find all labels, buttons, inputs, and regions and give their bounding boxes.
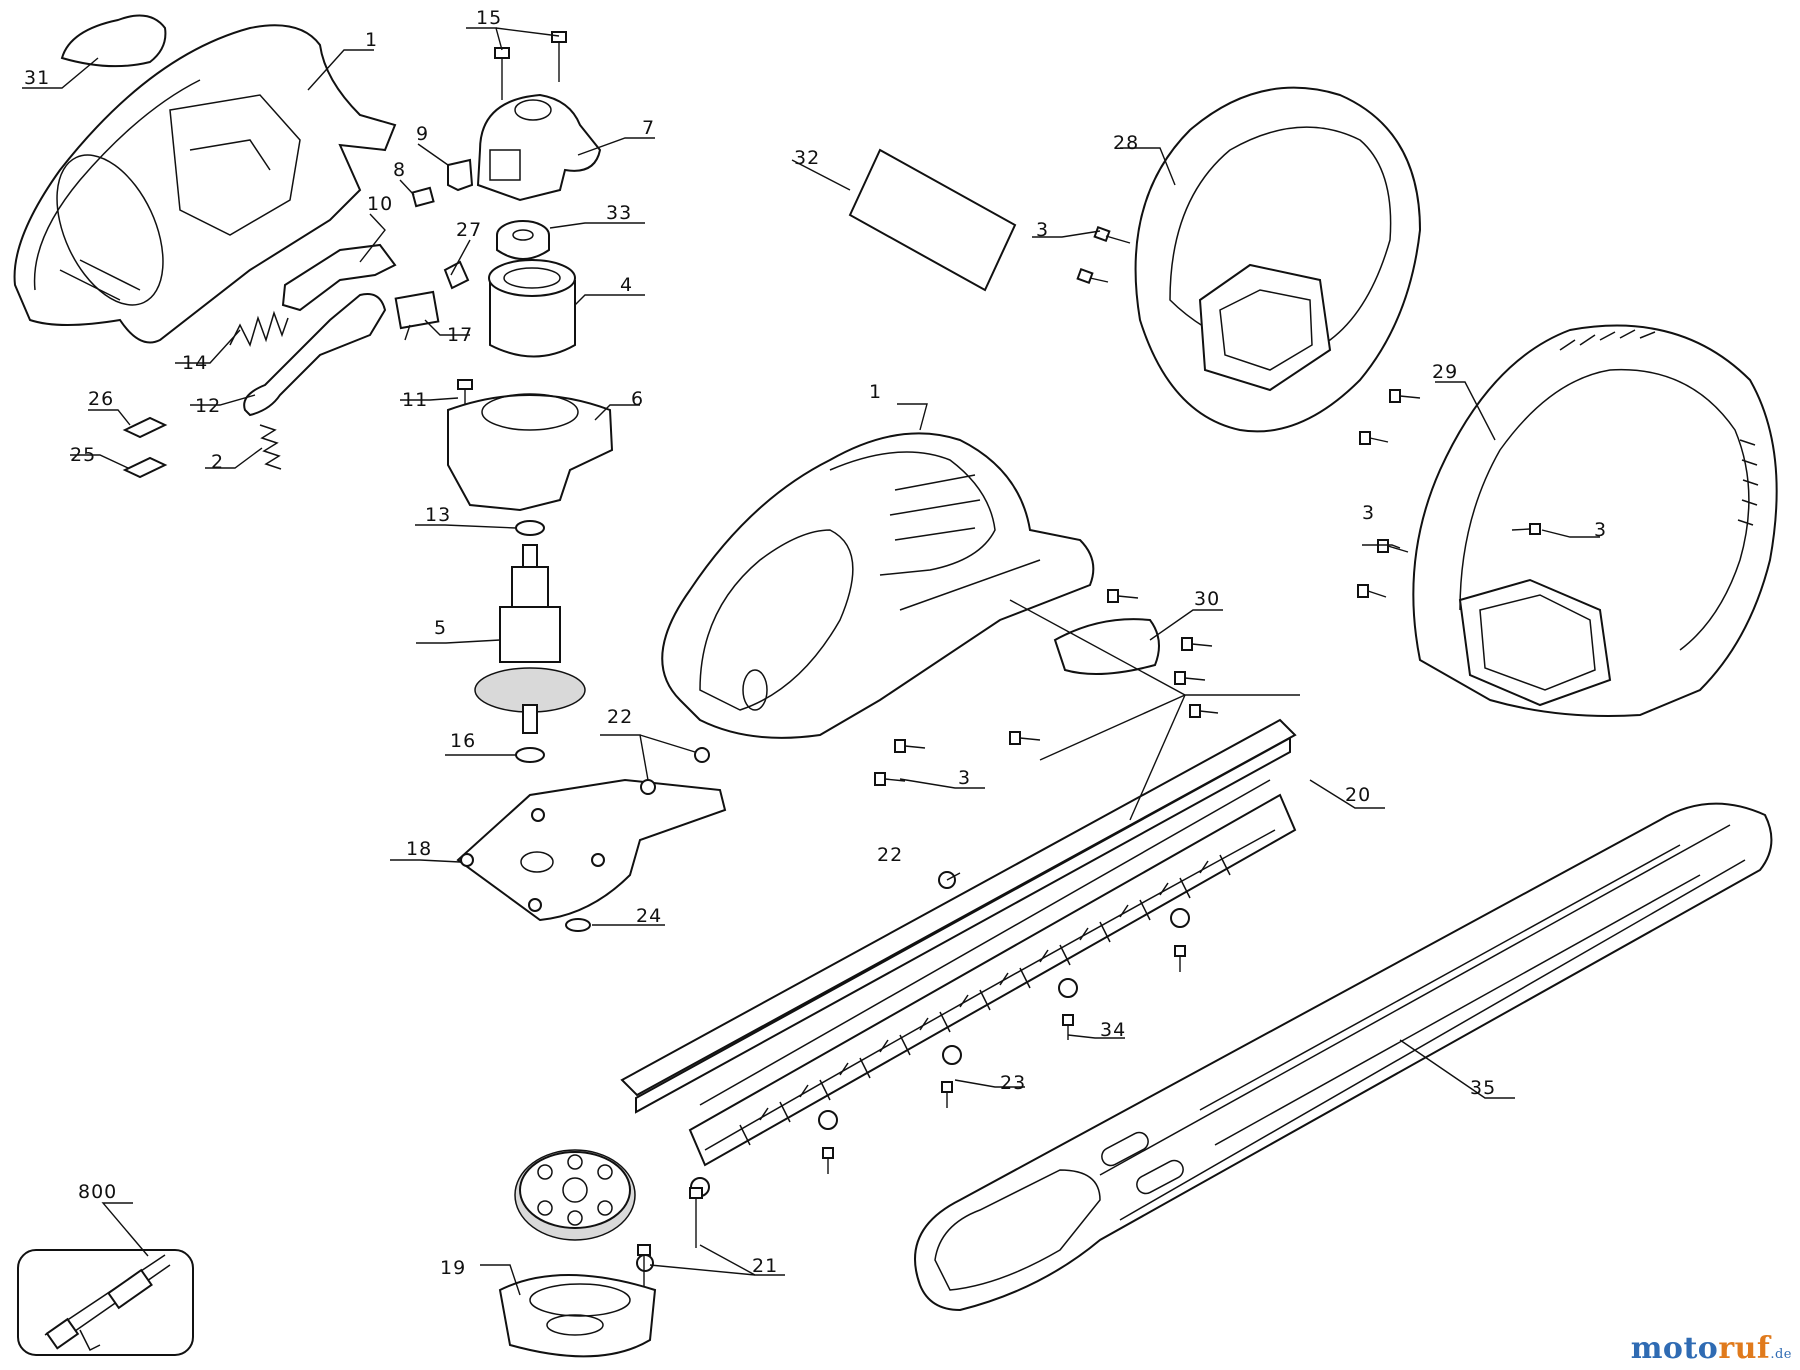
part-7-motor-cap: [476, 93, 602, 202]
label-15: 15: [476, 7, 502, 29]
label-34: 34: [1100, 1019, 1126, 1041]
label-10: 10: [367, 193, 393, 215]
label-7: 7: [642, 117, 655, 139]
part-15-screws: [494, 31, 567, 100]
part-800-accessory-box: [17, 1249, 194, 1356]
part-24-washer: [565, 918, 591, 932]
part-10-actuator: [281, 243, 397, 312]
label-16: 16: [450, 730, 476, 752]
part-12-trigger: [243, 293, 387, 417]
label-1-top: 1: [365, 29, 378, 51]
part-31-label-plate: [60, 14, 167, 68]
label-27: 27: [456, 219, 482, 241]
part-number-labels: 31 1 15 7 9 8 10 27 33 4 17 14 12 26 25 …: [24, 7, 1607, 1279]
label-800: 800: [78, 1181, 117, 1203]
motoruf-watermark: motoruf.de: [1631, 1331, 1792, 1366]
part-29-rear-handle: [1412, 324, 1778, 717]
label-4: 4: [620, 274, 633, 296]
part-32-manual: [848, 148, 1017, 292]
label-3-d: 3: [958, 767, 971, 789]
part-5-armature: [474, 544, 586, 734]
watermark-domain: .de: [1770, 1347, 1792, 1362]
part-8-brush: [411, 186, 435, 208]
label-2: 2: [211, 451, 224, 473]
part-26-plate: [122, 416, 168, 439]
leader-lines: [22, 27, 1600, 1296]
label-31: 31: [24, 67, 50, 89]
part-33-bushing: [496, 220, 550, 260]
label-26: 26: [88, 388, 114, 410]
part-19-gear-cover: [498, 1274, 657, 1358]
label-35: 35: [1470, 1077, 1496, 1099]
part-21-bolts: [636, 1187, 703, 1290]
part-25-plate: [122, 456, 168, 479]
label-33: 33: [606, 202, 632, 224]
label-22-mid: 22: [877, 844, 903, 866]
part-6-motor-bracket: [447, 393, 614, 512]
part-4-stator: [488, 259, 576, 358]
label-25: 25: [70, 444, 96, 466]
label-14: 14: [182, 352, 208, 374]
part-3-screws-group-c: [874, 589, 1219, 786]
label-32: 32: [794, 147, 820, 169]
watermark-brand-b: ruf: [1718, 1331, 1771, 1366]
label-24: 24: [636, 905, 662, 927]
label-5: 5: [434, 617, 447, 639]
part-20-blade-assembly: [620, 718, 1297, 1167]
part-3-screws-group-b: [1357, 389, 1541, 598]
label-13: 13: [425, 504, 451, 526]
part-35-blade-sheath: [914, 802, 1773, 1312]
part-21-drive-gear: [514, 1149, 636, 1241]
label-19: 19: [440, 1257, 466, 1279]
part-3-screws-group-a: [1076, 225, 1131, 285]
part-30-label: [1053, 618, 1160, 675]
label-21: 21: [752, 1255, 778, 1277]
part-2-spring: [259, 424, 282, 470]
label-3-c: 3: [1594, 519, 1607, 541]
part-16-washer: [515, 747, 545, 763]
part-27-clip: [443, 260, 470, 290]
label-23: 23: [1000, 1072, 1026, 1094]
part-1-housing-half: [13, 24, 397, 344]
label-22-top: 22: [607, 706, 633, 728]
label-3-a: 3: [1036, 219, 1049, 241]
label-6: 6: [631, 388, 644, 410]
label-28: 28: [1113, 132, 1139, 154]
part-14-spring: [229, 310, 289, 348]
part-28-front-guard: [1134, 86, 1422, 433]
label-1-center: 1: [869, 381, 882, 403]
label-3-b: 3: [1362, 502, 1375, 524]
part-1-housing-assembled: [661, 432, 1095, 739]
part-22-nut: [694, 747, 710, 763]
part-13-washer: [515, 520, 545, 536]
label-17: 17: [447, 324, 473, 346]
part-17-switch: [394, 290, 440, 341]
label-29: 29: [1432, 361, 1458, 383]
part-18-gear-plate: [456, 778, 727, 922]
label-8: 8: [393, 159, 406, 181]
label-20: 20: [1345, 784, 1371, 806]
watermark-brand-a: moto: [1630, 1331, 1719, 1366]
part-9-brush-holder: [447, 158, 474, 192]
label-30: 30: [1194, 588, 1220, 610]
label-18: 18: [406, 838, 432, 860]
label-11: 11: [402, 389, 428, 411]
part-22-nut: [640, 779, 656, 795]
label-12: 12: [195, 395, 221, 417]
label-9: 9: [416, 123, 429, 145]
